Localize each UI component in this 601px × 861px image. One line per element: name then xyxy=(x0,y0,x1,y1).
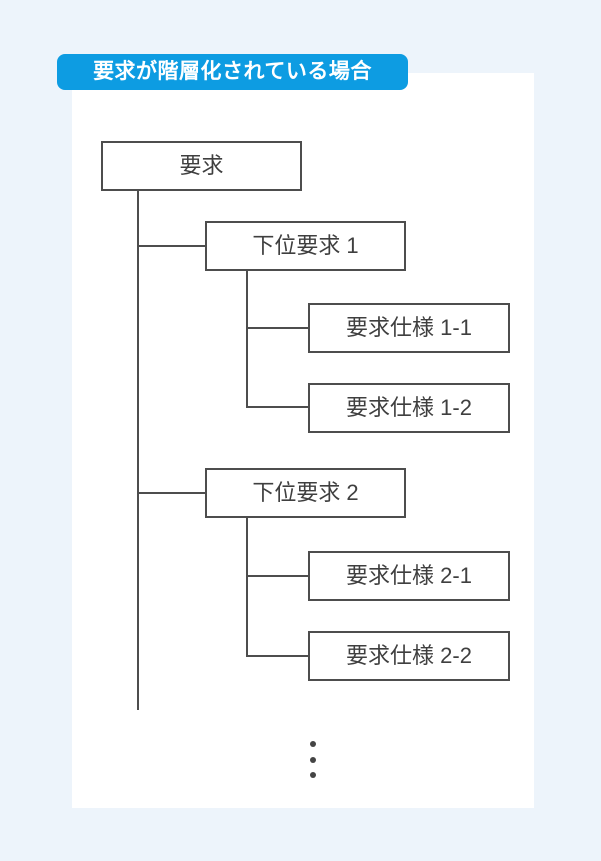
node-sub-2: 下位要求 2 xyxy=(205,468,406,518)
ellipsis-dot xyxy=(309,756,316,763)
node-sub-1: 下位要求 1 xyxy=(205,221,406,271)
node-spec-1-1: 要求仕様 1-1 xyxy=(308,303,510,353)
connector-to-spec-2-2 xyxy=(246,655,308,657)
node-spec-2-1: 要求仕様 2-1 xyxy=(308,551,510,601)
ellipsis-dot xyxy=(309,772,316,778)
connector-sub-2-trunk xyxy=(246,518,248,657)
connector-to-spec-1-1 xyxy=(246,327,308,329)
ellipsis-dot xyxy=(309,741,316,747)
content-card xyxy=(72,73,534,808)
page-title: 要求が階層化されている場合 xyxy=(57,54,408,90)
connector-to-spec-2-1 xyxy=(246,575,308,577)
vertical-ellipsis-icon xyxy=(309,741,316,778)
node-root: 要求 xyxy=(101,141,302,191)
connector-to-sub-1 xyxy=(137,245,205,247)
node-spec-2-2: 要求仕様 2-2 xyxy=(308,631,510,681)
connector-to-spec-1-2 xyxy=(246,406,308,408)
node-spec-1-2: 要求仕様 1-2 xyxy=(308,383,510,433)
connector-root-trunk xyxy=(137,191,139,710)
connector-to-sub-2 xyxy=(137,492,205,494)
connector-sub-1-trunk xyxy=(246,271,248,408)
